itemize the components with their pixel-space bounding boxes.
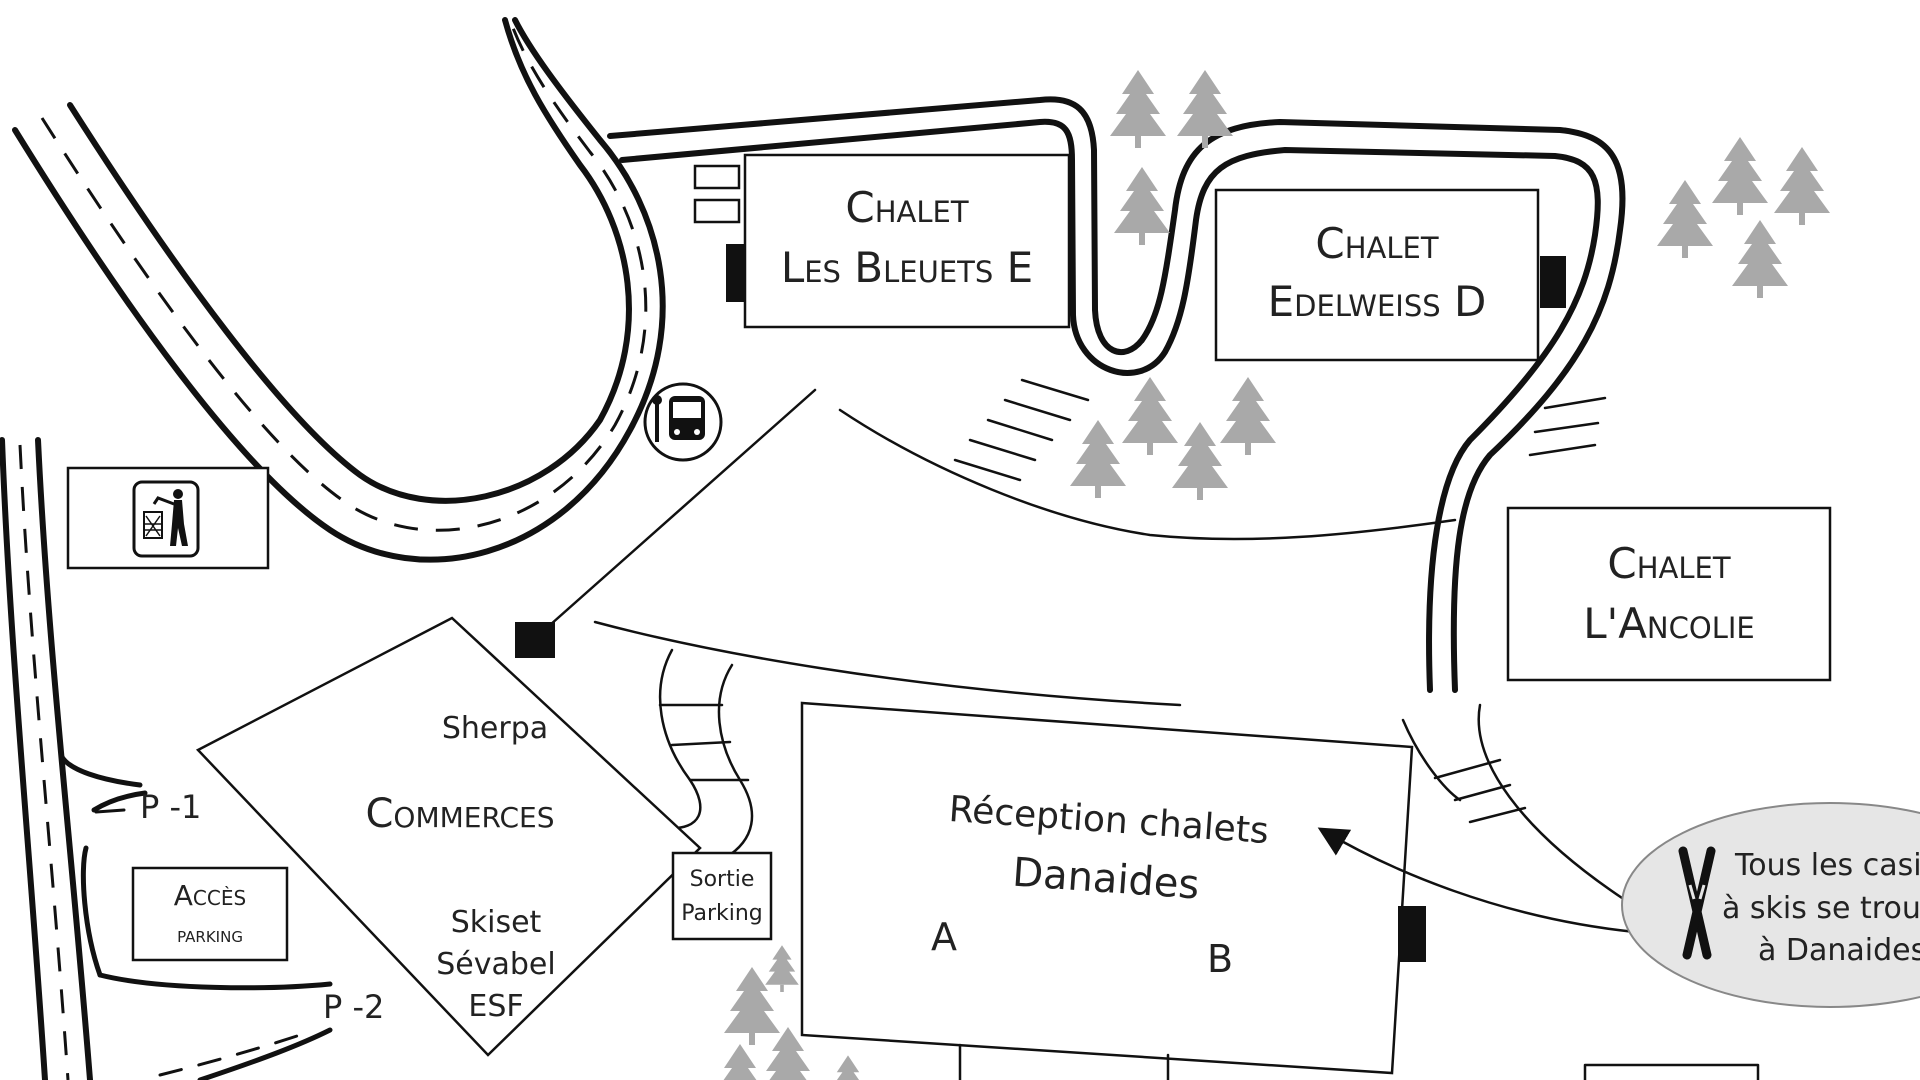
ski-locker-callout: Tous les casiers à skis se trouvent à Da… xyxy=(1317,802,1920,1008)
tree-icon xyxy=(1177,70,1233,148)
tree-icon xyxy=(765,945,799,992)
parking-access-line2: parking xyxy=(177,923,243,948)
tree-icon xyxy=(828,1055,868,1080)
bus-stop-icon[interactable] xyxy=(643,382,723,462)
tree-icon xyxy=(1172,422,1228,500)
parking-exit-line2: Parking xyxy=(681,901,763,926)
parking-hatches xyxy=(953,378,1607,824)
shop-sevabel: Sévabel xyxy=(436,947,555,982)
building-edelweiss[interactable]: Chalet Edelweiss D xyxy=(1214,188,1566,362)
left-road xyxy=(0,437,93,1080)
shop-esf: ESF xyxy=(468,989,523,1024)
parking-labels: P -1 P -2 xyxy=(140,788,384,1026)
parking-access-line1: Accès xyxy=(174,879,246,912)
tree-icon xyxy=(1732,220,1788,298)
tree-icon xyxy=(1110,70,1166,148)
bleuets-line1: Chalet xyxy=(845,183,968,232)
ancolie-line2: L'Ancolie xyxy=(1583,599,1754,648)
path-marker xyxy=(515,622,555,658)
parking-p2-label: P -2 xyxy=(323,988,384,1026)
tree-icon xyxy=(1070,420,1126,498)
building-reception[interactable]: Réception chalets Danaides A B xyxy=(800,701,1760,1080)
building-bleuets[interactable]: Chalet Les Bleuets E xyxy=(693,153,1071,329)
parking-ramps xyxy=(59,754,333,1080)
tree-icon xyxy=(1122,377,1178,455)
reception-wing-b: B xyxy=(1207,937,1233,981)
reception-wing-a: A xyxy=(931,915,957,959)
trash-bin-icon xyxy=(132,480,200,558)
tree-icon xyxy=(712,1044,768,1080)
tree-icon xyxy=(1712,137,1768,215)
bleuets-line2: Les Bleuets E xyxy=(781,243,1033,292)
edelweiss-line1: Chalet xyxy=(1315,219,1438,268)
parking-p1-label: P -1 xyxy=(140,788,201,826)
upper-lane xyxy=(607,96,1626,693)
shop-skiset: Skiset xyxy=(451,905,542,940)
commerces-title: Commerces xyxy=(365,791,554,837)
shop-sherpa: Sherpa xyxy=(442,711,548,746)
tree-icon xyxy=(1220,377,1276,455)
edelweiss-line2: Edelweiss D xyxy=(1268,277,1487,326)
trash-bin-sign xyxy=(66,466,270,570)
main-road xyxy=(12,17,666,563)
building-ancolie[interactable]: Chalet L'Ancolie xyxy=(1506,506,1832,682)
building-commerces[interactable]: Sherpa Commerces Skiset Sévabel ESF xyxy=(195,616,702,1057)
skis-icon xyxy=(1678,846,1716,960)
tree-icon xyxy=(1774,147,1830,225)
parking-exit-line1: Sortie xyxy=(690,867,755,892)
tree-icon xyxy=(1657,180,1713,258)
callout-line2: à skis se trouvent xyxy=(1722,891,1920,926)
callout-line1: Tous les casiers xyxy=(1734,848,1920,883)
footpaths xyxy=(548,388,1627,902)
ancolie-line1: Chalet xyxy=(1607,539,1730,588)
callout-line3: à Danaides xyxy=(1758,933,1920,968)
parking-exit-sign[interactable]: Sortie Parking xyxy=(671,851,773,941)
parking-access-sign[interactable]: Accès parking xyxy=(131,866,289,962)
tree-icon xyxy=(1114,167,1170,245)
